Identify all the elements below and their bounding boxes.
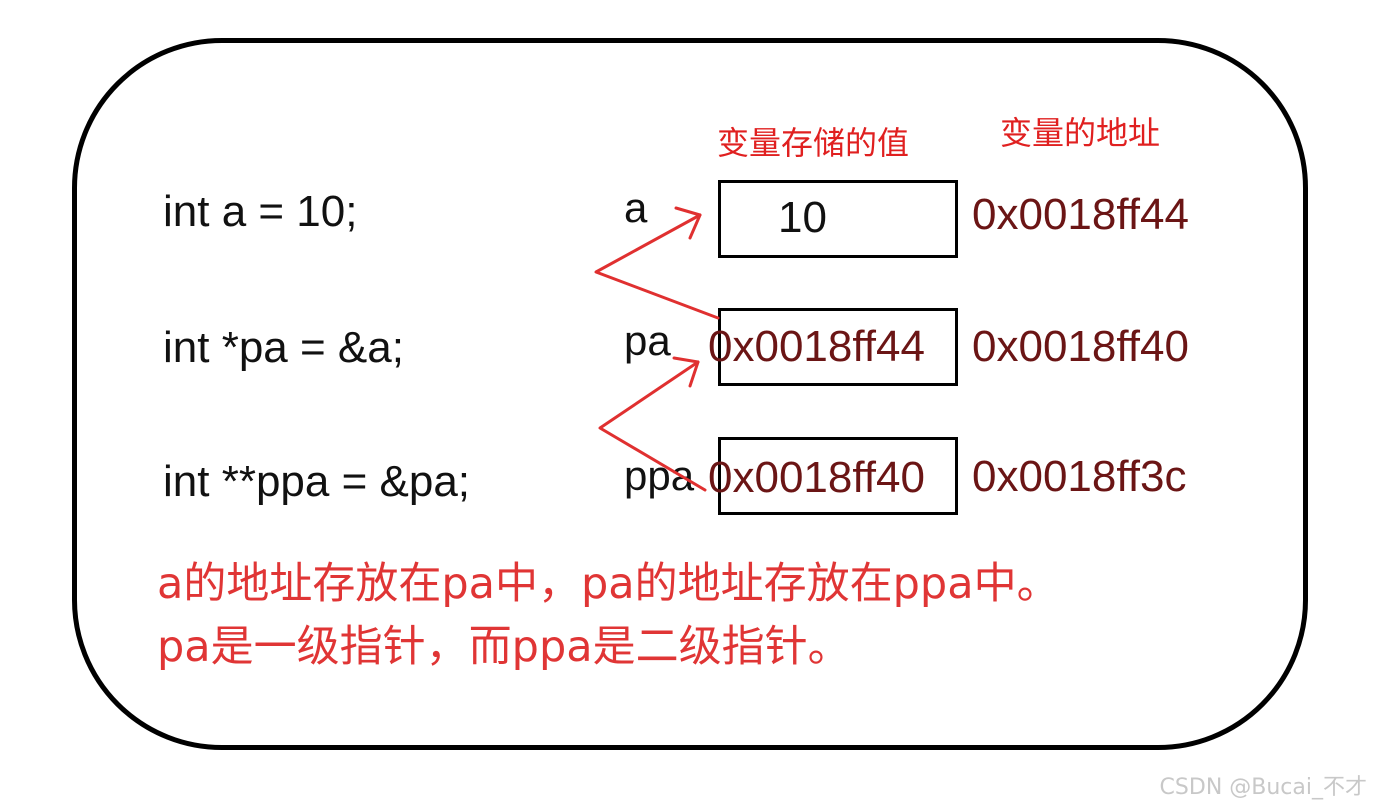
code-line-2: int *pa = &a;: [163, 323, 404, 372]
address-column-header: 变量的地址: [1000, 114, 1161, 152]
var-name-a: a: [624, 184, 648, 231]
note-line-1: a的地址存放在pa中，pa的地址存放在ppa中。: [157, 559, 1060, 609]
arrow-ppa-to-pa: [598, 360, 707, 492]
arrowhead-pa-to-a-icon: [674, 206, 702, 240]
arrowhead-ppa-to-pa-icon: [672, 356, 700, 388]
value-column-header: 变量存储的值: [717, 124, 910, 162]
address-a: 0x0018ff44: [972, 190, 1189, 239]
arrow-pa-to-a: [594, 213, 720, 320]
rounded-frame: [72, 38, 1308, 750]
memory-box-a: [718, 180, 958, 258]
memory-value-pa: 0x0018ff44: [708, 322, 925, 371]
code-line-1: int a = 10;: [163, 187, 358, 236]
memory-value-a: 10: [778, 193, 827, 242]
code-line-3: int **ppa = &pa;: [163, 457, 471, 506]
memory-value-ppa: 0x0018ff40: [708, 453, 925, 502]
address-ppa: 0x0018ff3c: [972, 452, 1187, 501]
watermark: CSDN @Bucai_不才: [1159, 775, 1367, 800]
note-line-2: pa是一级指针，而ppa是二级指针。: [157, 622, 851, 672]
memory-box-ppa: [718, 437, 958, 515]
address-pa: 0x0018ff40: [972, 322, 1189, 371]
memory-box-pa: [718, 308, 958, 386]
var-name-pa: pa: [624, 317, 671, 364]
